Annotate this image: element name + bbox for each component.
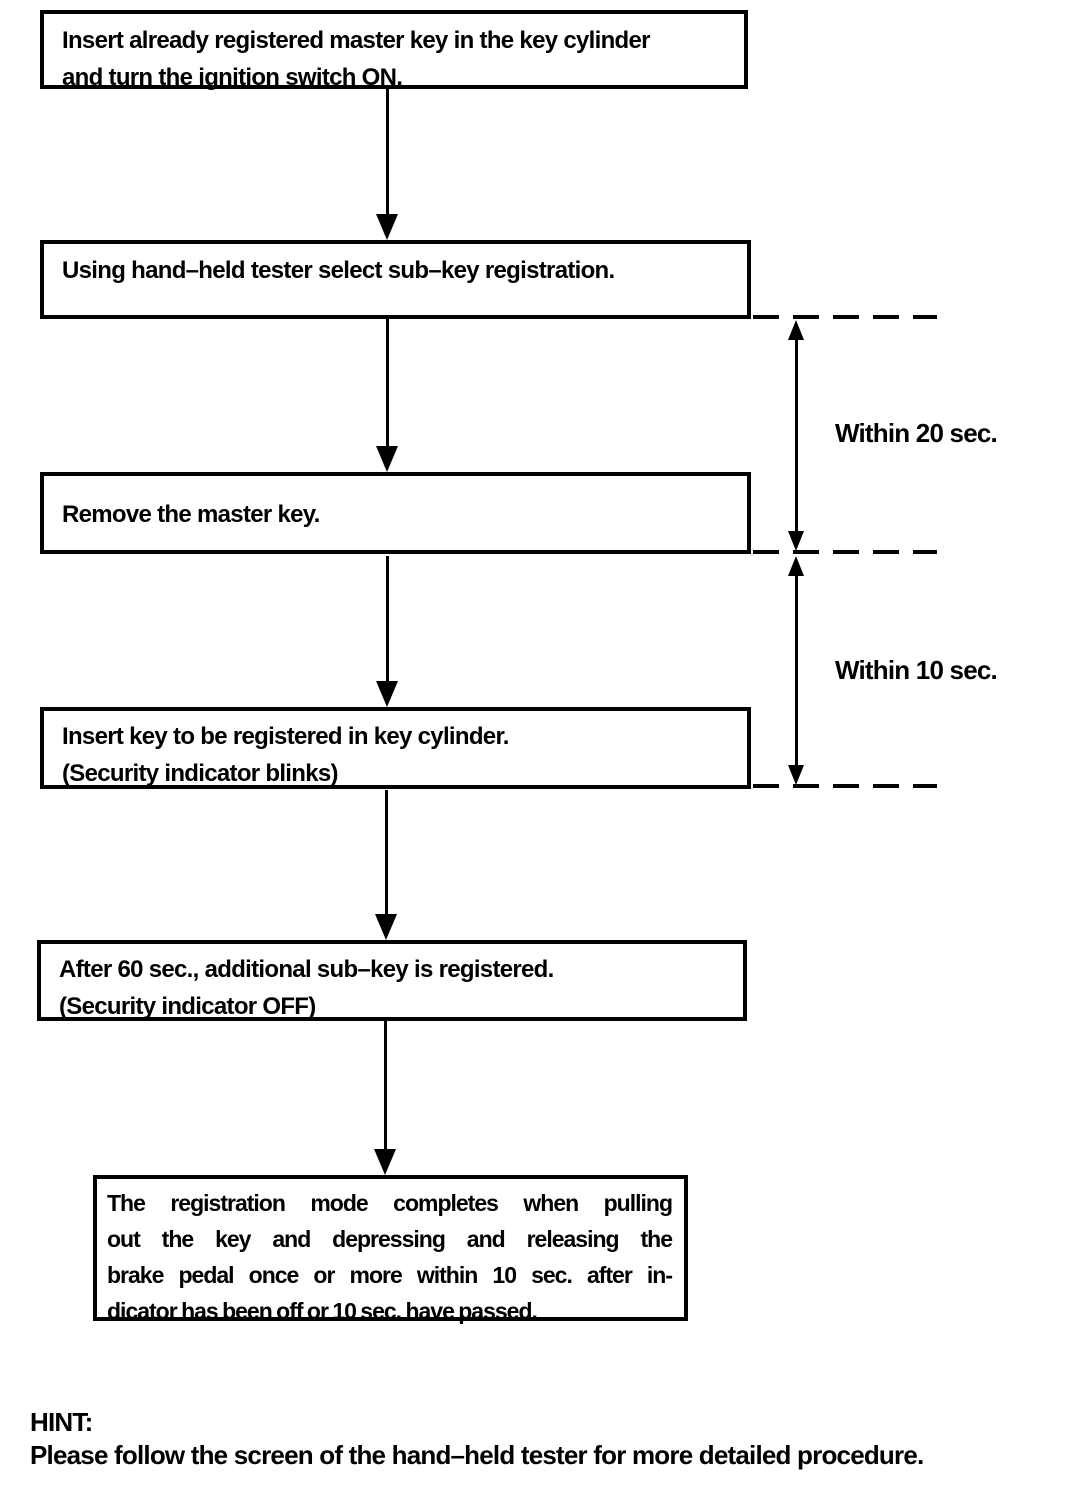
step-text: Remove the master key. <box>62 501 320 528</box>
arrow-head <box>374 1149 396 1175</box>
hint-section: HINT: Please follow the screen of the ha… <box>30 1406 924 1472</box>
step-box-subkey-registered: After 60 sec., additional sub–key is reg… <box>37 940 747 1021</box>
hint-body: Please follow the screen of the hand–hel… <box>30 1440 924 1470</box>
step-text: out the key and depressing and releasing… <box>107 1226 673 1252</box>
step-box-insert-master-key: Insert already registered master key in … <box>40 10 748 91</box>
step-box-registration-complete: The registration mode completes when pul… <box>93 1175 688 1324</box>
step-text: Using hand–held tester select sub–key re… <box>62 257 615 284</box>
step-text: and turn the ignition switch ON. <box>62 64 403 91</box>
step-text: brake pedal once or more within 10 sec. … <box>107 1262 673 1288</box>
arrow-stem <box>385 556 389 681</box>
dashed-line <box>753 315 937 319</box>
dashed-line <box>753 550 937 554</box>
step-text: Insert key to be registered in key cylin… <box>62 723 509 750</box>
dashed-line <box>753 784 937 788</box>
double-arrow-icon <box>787 556 805 785</box>
hint-title: HINT: <box>30 1407 93 1437</box>
step-text: (Security indicator blinks) <box>62 760 339 787</box>
timing-label-within-20-sec: Within 20 sec. <box>835 418 998 448</box>
arrow-head <box>788 765 804 785</box>
timing-label-within-10-sec: Within 10 sec. <box>835 655 998 685</box>
arrow-stem <box>794 340 798 531</box>
arrow-down-icon <box>375 319 399 472</box>
step-text: (Security indicator OFF) <box>59 993 316 1020</box>
arrow-stem <box>794 576 798 765</box>
arrow-stem <box>383 1021 387 1149</box>
arrow-head <box>376 214 398 240</box>
arrow-down-icon <box>373 1021 397 1175</box>
arrow-head <box>788 531 804 551</box>
step-text: dicator has been off or 10 sec. have pas… <box>107 1298 538 1324</box>
step-text: Insert already registered master key in … <box>62 27 650 54</box>
arrow-head <box>376 446 398 472</box>
arrow-head <box>376 681 398 707</box>
arrow-stem <box>385 319 389 446</box>
step-box-remove-master-key: Remove the master key. <box>40 472 751 554</box>
step-box-select-subkey-registration: Using hand–held tester select sub–key re… <box>40 240 751 319</box>
step-box-insert-key-to-register: Insert key to be registered in key cylin… <box>40 707 751 789</box>
arrow-down-icon <box>374 790 398 940</box>
arrow-stem <box>384 790 388 914</box>
double-arrow-icon <box>787 320 805 551</box>
arrow-down-icon <box>375 556 399 707</box>
step-text: After 60 sec., additional sub–key is reg… <box>59 956 554 983</box>
step-text: The registration mode completes when pul… <box>107 1190 673 1216</box>
arrow-stem <box>385 89 389 214</box>
arrow-head <box>375 914 397 940</box>
arrow-down-icon <box>375 89 399 240</box>
arrow-head <box>788 320 804 340</box>
arrow-head <box>788 556 804 576</box>
